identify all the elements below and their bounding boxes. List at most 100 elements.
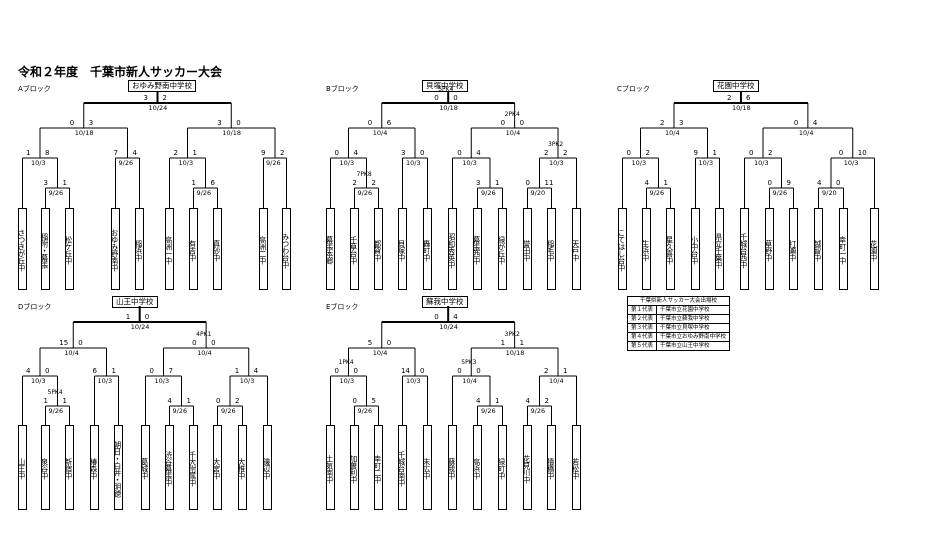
score-right: 6 [386,119,392,127]
score-right: 1 [563,367,568,375]
score-right: 3 [88,119,94,127]
match-date: 10/3 [462,159,477,167]
team-name: 緑町中 [498,425,507,510]
page-title: 令和２年度 千葉市新人サッカー大会 [18,65,223,79]
score-right: 5 [371,397,376,405]
match-date: 9/26 [357,189,373,197]
pk-score: 4PK1 [196,331,212,338]
score-left: 4 [26,367,31,375]
score-right: 0 [353,367,358,375]
team-name: 幕張本郷 [326,208,335,290]
table-row: 第５代表千葉市立山王中学校 [626,341,731,351]
team-name: 有吉中 [189,208,198,290]
score-left: 15 [59,339,69,347]
score-right: 0 [211,339,216,347]
score-left: 2 [544,149,549,157]
block-label: Cブロック [617,85,650,93]
match-date: 10/4 [505,129,521,137]
team-name: 花園中 [870,208,879,290]
team-name: 大椎中 [238,425,247,510]
score-right: 2 [768,149,773,157]
team-name: 椿森中 [90,425,99,510]
team-name: 泉谷中 [41,425,50,510]
score-left: 9 [693,149,698,157]
team-name: 幕張西中 [473,208,482,290]
score-left: 0 [434,94,439,102]
match-date: 9/26 [772,189,788,197]
block-label: Bブロック [326,85,359,93]
score-right: 7 [168,367,173,375]
score-left: 3 [43,179,48,187]
team-name: 幸町一中 [839,208,848,290]
match-date: 10/3 [406,159,421,167]
match-date: 9/20 [530,189,546,197]
match-date: 9/26 [48,407,64,415]
pk-score: 1PK4 [338,359,354,366]
score-left: 0 [334,367,339,375]
score-right: 0 [45,367,50,375]
score-right: 4 [132,149,137,157]
match-date: 10/4 [549,377,564,385]
score-right: 8 [45,149,50,157]
pk-score: 5PK4 [438,86,454,93]
score-right: 1 [192,149,197,157]
team-name: 千大附属中 [189,425,198,510]
score-right: 6 [745,94,751,102]
team-name: 稲浜中 [135,208,144,290]
team-name: 高洲二中 [259,208,268,290]
score-left: 3 [143,94,148,102]
pk-score: 5PK3 [461,359,477,366]
score-right: 0 [386,339,392,347]
match-date: 10/24 [439,323,458,331]
score-left: 0 [334,149,339,157]
score-right: 3 [679,119,684,127]
pk-score: 2PK4 [504,111,520,118]
match-date: 10/4 [197,349,212,357]
score-left: 1 [234,367,240,375]
team-name: 幸町二中 [374,425,383,510]
team-name: 天戸中 [572,208,581,290]
match-date: 10/18 [74,129,94,137]
score-left: 4 [817,179,822,187]
match-date: 9/26 [196,189,212,197]
match-date: 9/26 [357,407,373,415]
score-left: 0 [352,397,357,405]
champion-box: 蘇我中学校 [422,296,468,308]
score-left: 1 [43,397,48,405]
team-name: 轟町中 [423,208,432,290]
score-right: 11 [544,179,554,187]
match-date: 10/3 [178,159,194,167]
match-date: 10/3 [754,159,769,167]
score-left: 0 [149,367,154,375]
pk-score: 5PK4 [47,389,63,396]
score-left: 2 [544,367,549,375]
champion-box: おゆみ野南中学校 [128,80,196,92]
score-left: 1 [125,313,131,321]
team-name: 越智中 [814,208,823,290]
team-name: おゆみ野南中 [111,208,120,290]
score-right: 1 [186,397,191,405]
match-date: 9/20 [822,189,837,197]
match-date: 9/26 [221,407,236,415]
score-left: 2 [352,179,357,187]
score-right: 0 [836,179,841,187]
score-right: 0 [476,367,481,375]
team-name: 土気南中 [326,425,335,510]
score-right: 6 [210,179,215,187]
score-right: 1 [519,339,525,347]
team-name: 草野中 [765,208,774,290]
score-left: 0 [500,119,506,127]
score-right: 2 [544,397,549,405]
score-left: 2 [660,119,665,127]
score-left: 14 [401,367,410,375]
match-date: 10/4 [798,129,814,137]
score-right: 4 [812,119,818,127]
pk-score: 3PK2 [548,141,564,148]
team-name: 花見川中 [523,425,532,510]
match-date: 10/18 [222,129,241,137]
match-date: 10/4 [372,129,388,137]
representatives-table: 千葉県新人サッカー大会出場校 第１代表千葉市立花園中学校 第２代表千葉市立蘇我中… [626,296,731,351]
pk-score: 3PK2 [504,331,520,338]
score-right: 0 [78,339,83,347]
